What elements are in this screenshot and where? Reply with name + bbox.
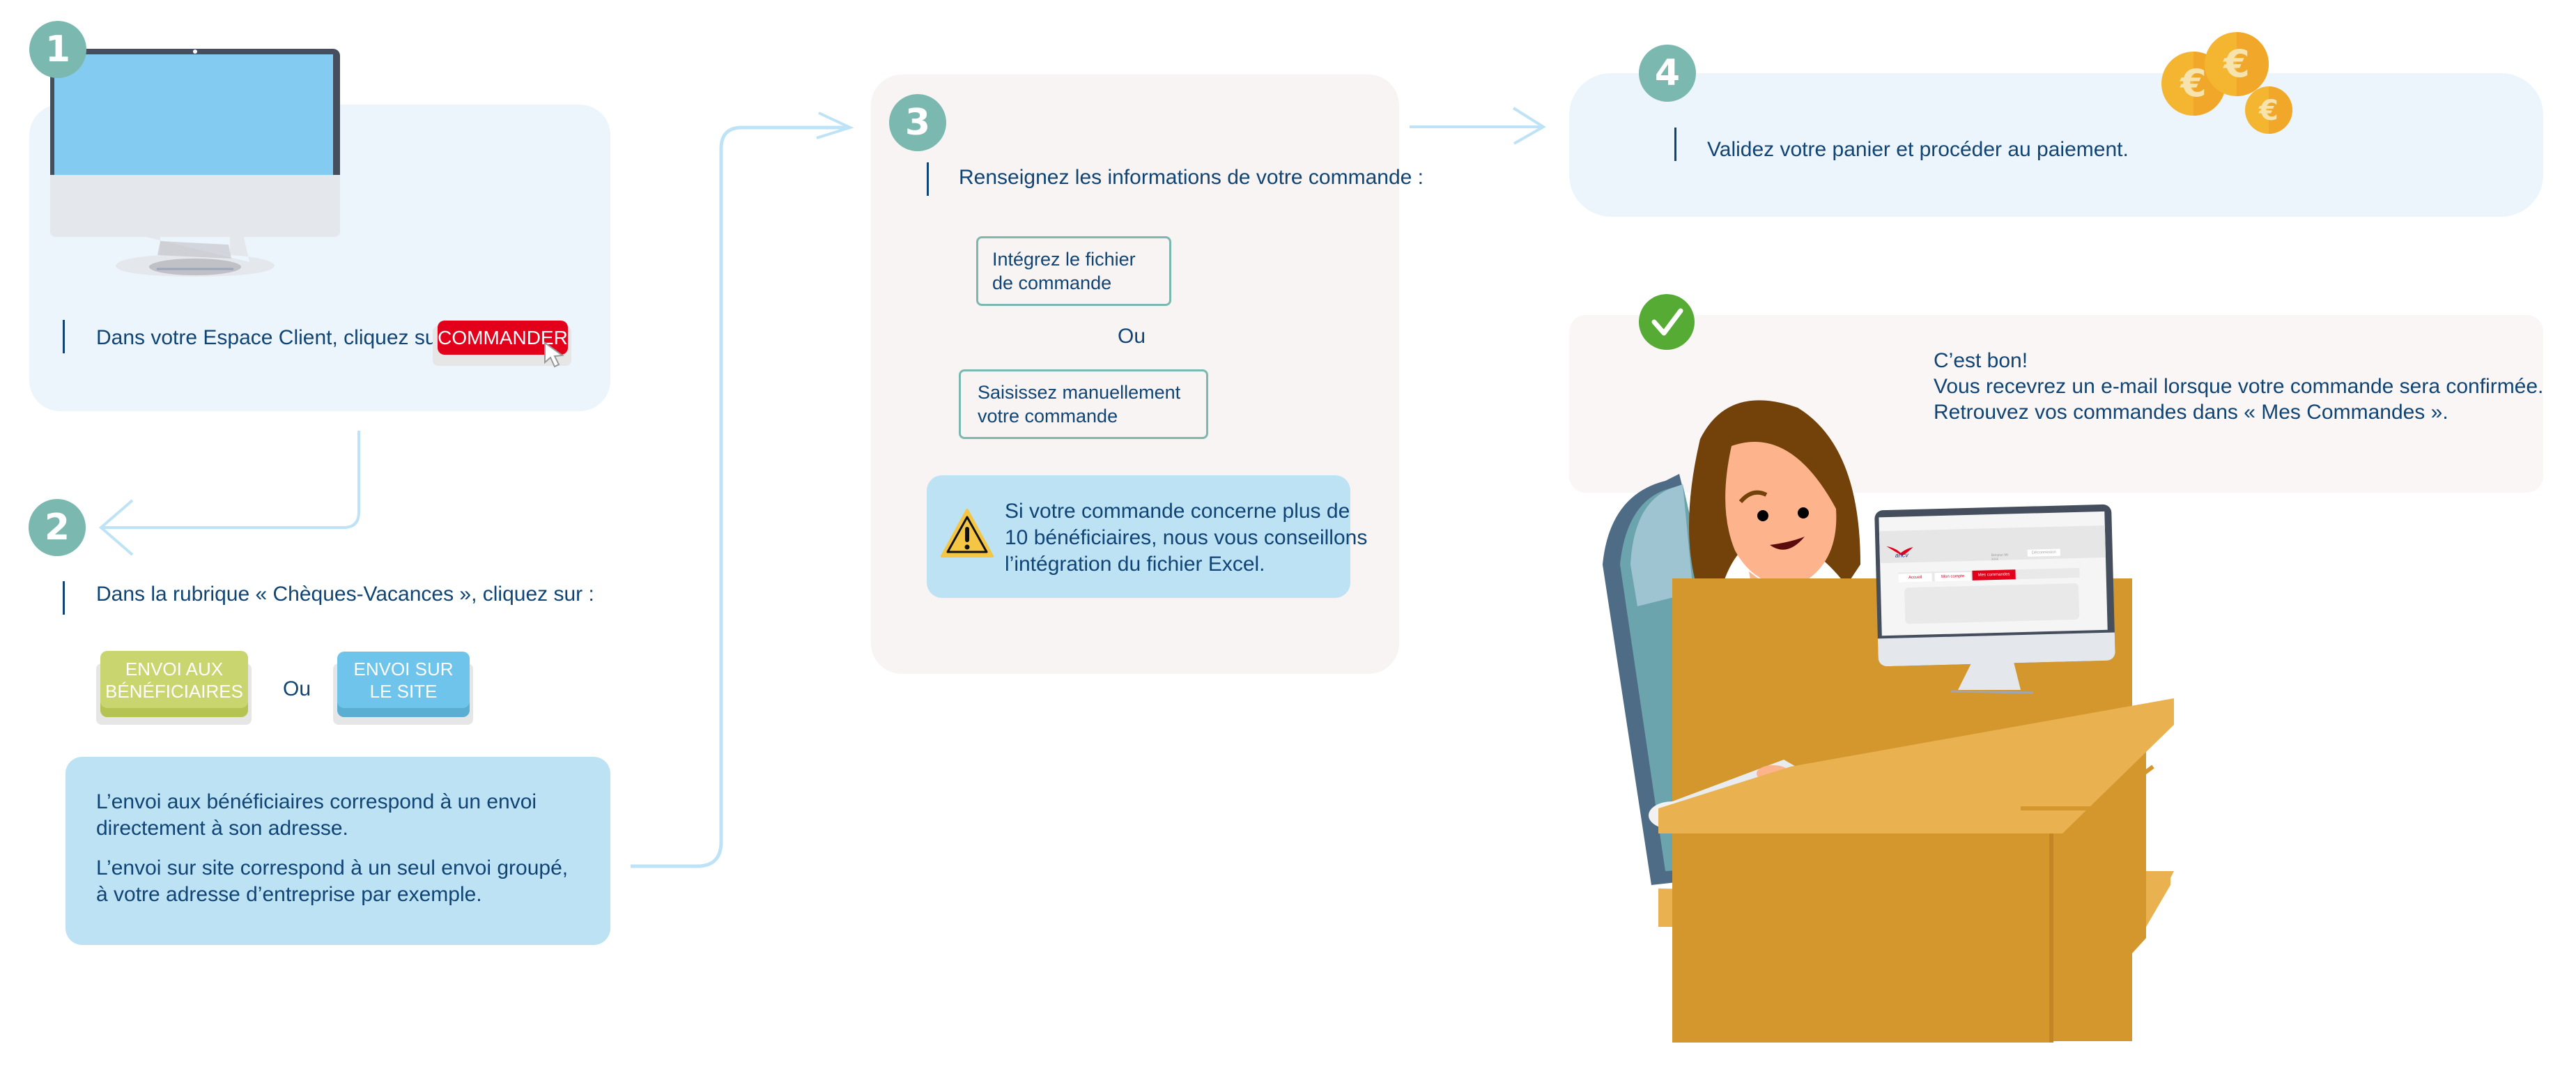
envoi-site-line1: ENVOI SUR [353, 659, 454, 679]
warning-line3: l’intégration du fichier Excel. [1005, 553, 1265, 576]
step2-info-p1-line1: L’envoi aux bénéficiaires correspond à u… [96, 790, 537, 813]
warning-line2: 10 bénéficiaires, nous vous conseillons [1005, 526, 1368, 549]
warning-line1: Si votre commande concerne plus de [1005, 500, 1350, 523]
warning-icon [941, 509, 994, 558]
desk-top-surface [1658, 698, 2174, 833]
step4-accent-bar [1674, 128, 1676, 161]
confirmation-message: C’est bon! Vous recevrez un e-mail lorsq… [1934, 348, 2543, 425]
step2-instruction: Dans la rubrique « Chèques-Vacances », c… [96, 583, 594, 606]
step4-panel [1569, 73, 2543, 217]
envoi-site-button[interactable]: ENVOI SUR LE SITE [337, 652, 470, 717]
screen-tab-mon-compte: Mon compte [1934, 571, 1971, 582]
screen-logout-button: Déconnexion [2027, 548, 2060, 557]
face [1725, 442, 1837, 586]
step2-badge: 2 [29, 499, 86, 556]
integrer-fichier-line1: Intégrez le fichier [992, 249, 1136, 270]
checkmark-icon [1639, 294, 1695, 350]
cursor-icon [544, 341, 564, 368]
step4-instruction: Validez votre panier et procéder au paie… [1707, 138, 2129, 161]
euro-coin-2-symbol: € [2222, 42, 2250, 86]
step1-badge: 1 [29, 21, 86, 78]
desk-front [1672, 832, 2051, 1043]
integrer-fichier-line2: de commande [992, 272, 1112, 293]
screen-content-block [1904, 583, 2080, 624]
screen-logo-text: ancv [1895, 551, 1908, 559]
step2-or-separator: Ou [283, 677, 311, 700]
step2-info-p2-line2: à votre adresse d’entreprise par exemple… [96, 883, 482, 906]
step3-warning-box [927, 475, 1350, 598]
confirmation-line2: Vous recevrez un e-mail lorsque votre co… [1934, 375, 2544, 398]
step3-badge: 3 [889, 94, 946, 151]
step3-instruction: Renseignez les informations de votre com… [959, 166, 1424, 189]
euro-coins-icon: € € € [2161, 32, 2292, 134]
step2-info-paragraph-1: L’envoi aux bénéficiaires correspond à u… [96, 789, 537, 842]
step1-accent-bar [63, 320, 65, 353]
saisissez-manuellement-line1: Saisissez manuellement [978, 382, 1181, 403]
step3-or-separator: Ou [1118, 325, 1146, 348]
envoi-site-line2: LE SITE [369, 681, 438, 702]
screen-tab-accueil: Accueil [1898, 573, 1932, 583]
step2-info-paragraph-2: L’envoi sur site correspond à un seul en… [96, 855, 568, 908]
confirmation-line1: C’est bon! [1934, 349, 2028, 372]
step1-instruction: Dans votre Espace Client, cliquez sur : [96, 326, 456, 349]
screen-tab-mes-commandes: Mes commandes [1972, 569, 2016, 581]
monitor-icon [50, 49, 340, 277]
envoi-beneficiaires-line1: ENVOI AUX [125, 658, 224, 679]
integrer-fichier-button[interactable]: Intégrez le fichier de commande [976, 236, 1171, 306]
step3-accent-bar [927, 162, 929, 196]
euro-coin-3-symbol: € [2258, 95, 2278, 127]
step2-info-p1-line2: directement à son adresse. [96, 817, 348, 840]
step4-badge: 4 [1639, 45, 1696, 102]
step2-info-box [65, 757, 610, 945]
ancv-bird-logo-icon [1886, 546, 1913, 556]
envoi-beneficiaires-line2: BÉNÉFICIAIRES [105, 680, 243, 702]
step2-info-p2-line1: L’envoi sur site correspond à un seul en… [96, 856, 569, 879]
illustration-monitor: ancv Bonjour Mr XXX Déconnexion Accueil … [1874, 504, 2115, 667]
confirmation-line3: Retrouvez vos commandes dans « Mes Comma… [1934, 401, 2448, 424]
step3-warning-text: Si votre commande concerne plus de 10 bé… [1005, 498, 1367, 578]
monitor-screen: ancv Bonjour Mr XXX Déconnexion Accueil … [1879, 511, 2108, 636]
step2-accent-bar [63, 581, 65, 615]
envoi-beneficiaires-button[interactable]: ENVOI AUX BÉNÉFICIAIRES [100, 651, 248, 717]
euro-coin-1-symbol: € [2179, 61, 2207, 105]
screen-greeting: Bonjour Mr XXX [1991, 553, 2009, 562]
saisissez-manuellement-line2: votre commande [978, 406, 1118, 426]
illustration-monitor-stand [1950, 662, 2034, 694]
saisissez-manuellement-button[interactable]: Saisissez manuellement votre commande [959, 369, 1208, 439]
